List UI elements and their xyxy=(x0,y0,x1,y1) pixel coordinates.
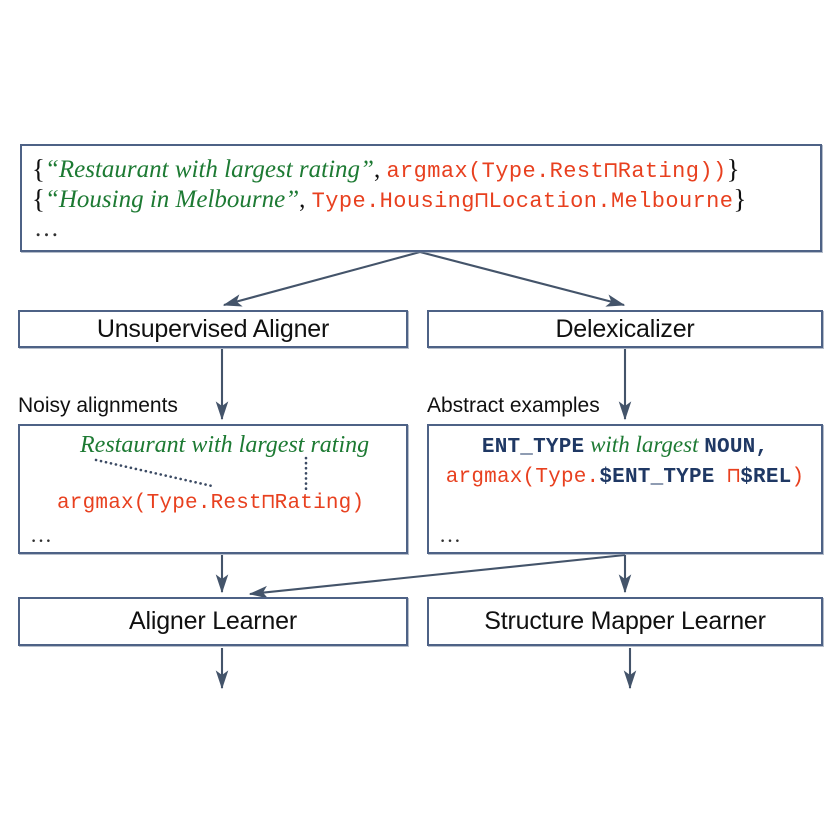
unsupervised-aligner-label: Unsupervised Aligner xyxy=(96,314,330,343)
abstract-slot-noun: NOUN xyxy=(704,436,756,459)
abstract-slot-ent-type: ENT_TYPE xyxy=(481,436,585,459)
close-brace: } xyxy=(726,154,740,184)
noisy-alignments-caption: Noisy alignments xyxy=(18,394,178,417)
abstract-examples-caption: Abstract examples xyxy=(427,394,600,417)
arrow-examples-to-unsupervised-aligner xyxy=(222,250,421,307)
abstract-ellipsis: … xyxy=(439,522,461,547)
example-logical-form: Type.Housing⊓Location.Melbourne xyxy=(311,189,734,214)
example-line-1: {“Restaurant with largest rating”, argma… xyxy=(32,154,820,184)
noisy-alignments-box: Restaurant with largest rating argmax(Ty… xyxy=(18,424,408,554)
example-logical-form: argmax(Type.Rest⊓Rating)) xyxy=(386,159,727,184)
training-examples-box: {“Restaurant with largest rating”, argma… xyxy=(20,144,822,252)
close-brace: } xyxy=(733,184,747,214)
arrow-abstract-to-aligner-learner xyxy=(248,553,626,599)
aligner-learner-box[interactable]: Aligner Learner xyxy=(18,597,408,646)
abstract-examples-box: ENT_TYPE with largest NOUN, argmax(Type.… xyxy=(427,424,823,554)
examples-ellipsis: … xyxy=(34,215,59,242)
open-brace: { xyxy=(32,184,45,214)
arrow-examples-to-delexicalizer xyxy=(419,250,626,307)
example-nl-utterance: “Housing in Melbourne” xyxy=(44,186,300,213)
unsupervised-aligner-box[interactable]: Unsupervised Aligner xyxy=(18,310,408,348)
abstract-nl-phrase: with largest xyxy=(590,432,699,457)
noisy-nl-phrase: Restaurant with largest rating xyxy=(80,432,370,458)
abstract-line-1: ENT_TYPE with largest NOUN, xyxy=(429,432,821,459)
abstract-lf-prefix: argmax(Type. xyxy=(445,466,600,489)
noisy-logical-form: argmax(Type.Rest⊓Rating) xyxy=(57,492,365,515)
abstract-lf-suffix: ) xyxy=(791,466,805,489)
example-separator: , xyxy=(299,186,312,213)
example-nl-utterance: “Restaurant with largest rating” xyxy=(44,156,374,183)
abstract-lf-slot-rel: $REL xyxy=(740,466,792,489)
structure-mapper-learner-box[interactable]: Structure Mapper Learner xyxy=(427,597,823,646)
example-separator: , xyxy=(373,156,387,183)
example-line-2: {“Housing in Melbourne”, Type.Housing⊓Lo… xyxy=(32,184,820,214)
delexicalizer-label: Delexicalizer xyxy=(555,314,695,343)
alignment-links xyxy=(94,456,308,492)
aligner-learner-label: Aligner Learner xyxy=(129,607,297,635)
abstract-lf-slot-ent-type: $ENT_TYPE xyxy=(599,466,715,489)
abstract-line1-trailing: , xyxy=(755,436,769,459)
open-brace: { xyxy=(32,154,45,184)
alignment-link-entity xyxy=(94,458,214,488)
noisy-ellipsis: … xyxy=(30,522,52,547)
abstract-lf-mid: ⊓ xyxy=(714,466,741,489)
delexicalizer-box[interactable]: Delexicalizer xyxy=(427,310,823,348)
abstract-line-2: argmax(Type.$ENT_TYPE ⊓$REL) xyxy=(429,463,821,489)
structure-mapper-learner-label: Structure Mapper Learner xyxy=(484,607,766,635)
